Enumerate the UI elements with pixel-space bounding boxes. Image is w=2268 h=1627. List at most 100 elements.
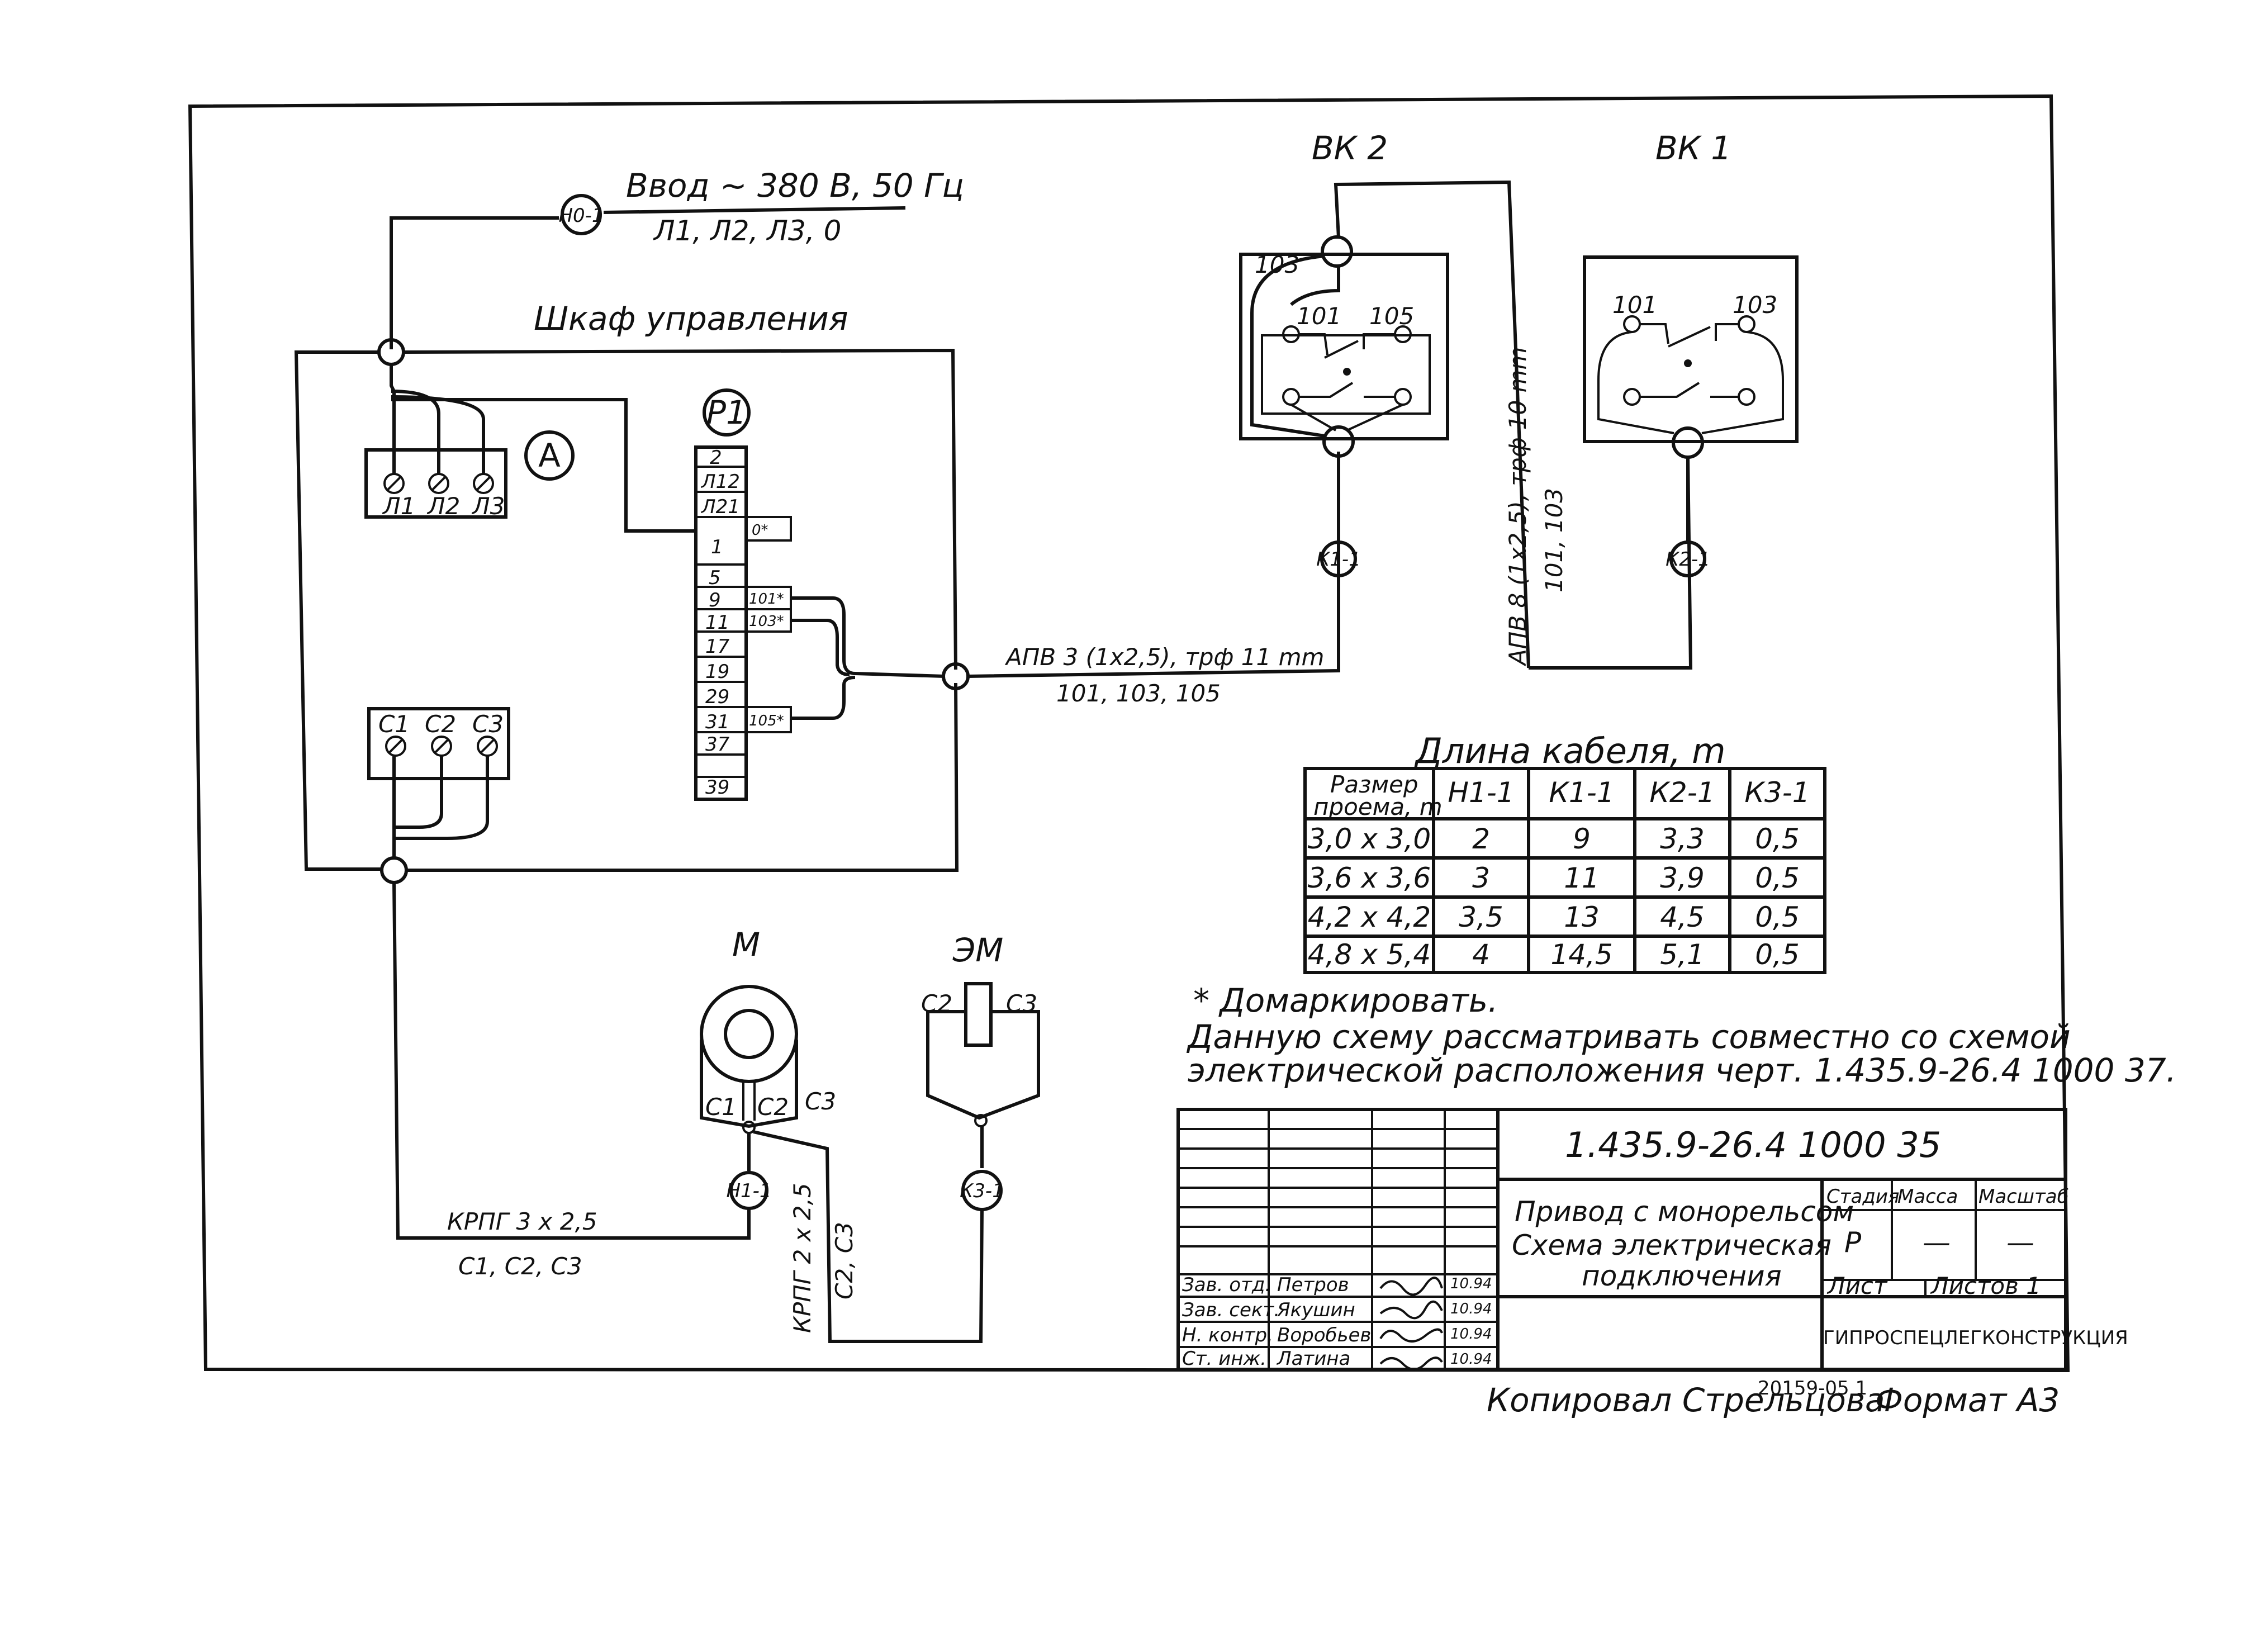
rt-19: 19 [705,661,729,683]
footer: Копировал Стрельцова 20159-05 1 Формат А… [1487,1377,2060,1419]
td-r1-k2: 3,9 [1660,862,1705,894]
rt-5: 5 [709,567,721,589]
td-r0-k2: 3,3 [1660,823,1705,855]
rt-l21: Л21 [700,496,740,518]
bk2-title: ВК 2 [1312,129,1388,167]
td-r3-h1: 4 [1472,938,1490,971]
name-2: Воробьев [1277,1324,1371,1346]
cable-between-label: АПВ 8 (1х2,5), трф 10 mm [1504,347,1531,667]
cable-table-title: Длина кабеля, m [1413,731,1725,771]
col-scale: Масштаб [1978,1185,2069,1208]
motor-m: М С1 С2 С3 Н1-1 КРПГ 2 х 2,5 С2, С3 [700,926,984,1343]
td-r1-k3: 0,5 [1755,862,1800,894]
em-title: ЭМ [952,931,1004,969]
rt-2: 2 [710,447,722,469]
notes: * Домаркировать. Данную схему рассматрив… [1186,981,2176,1089]
bk2-housing [1239,253,1449,440]
title-block: 1.435.9-26.4 1000 35 Привод с монорельсо… [1176,1108,2128,1371]
td-r3-k3: 0,5 [1755,938,1800,971]
doc-name-1: Привод с монорельсом [1515,1196,1854,1228]
mark-105: 105* [749,713,784,729]
date-3: 10.94 [1450,1351,1492,1368]
rt-1: 1 [711,536,723,558]
motor-title: М [732,926,760,964]
node-k3-1 [961,1170,1003,1211]
node-k3-1-label: К3-1 [960,1180,1004,1202]
td-r1-k1: 11 [1564,862,1600,894]
role-2: Н. контр. [1182,1324,1273,1346]
node-k1-1-label: К1-1 [1316,548,1361,571]
note-line-2: Данную схему рассматривать совместно со … [1186,1018,2071,1056]
bk1-pin-103: 103 [1733,291,1777,319]
limit-switch-bk2: ВК 2 103 101 105 К1-1 [1239,129,1530,668]
signature-2 [1379,1328,1443,1343]
rt-31: 31 [705,711,729,733]
relay-p1 [703,388,751,437]
motor-cable: КРПГ 3 х 2,5 С1, С2, С3 [392,883,751,1280]
term-c2: С2 [425,710,456,738]
scale-value: — [2006,1226,2034,1259]
td-r0-k3: 0,5 [1755,823,1800,855]
th-size-1: Размер [1330,771,1418,798]
bk2-pin-103: 103 [1255,251,1299,278]
term-l2: Л2 [426,492,460,520]
footer-copied: Копировал Стрельцова [1487,1381,1885,1419]
motor-pin-c3: С3 [805,1088,836,1115]
role-3: Ст. инж. [1182,1348,1266,1370]
node-cabinet-bottom [380,856,408,884]
td-r3-size: 4,8 х 5,4 [1308,938,1431,971]
cable-em-wires: С2, С3 [831,1222,858,1299]
doc-name-2: Схема электрическая [1512,1229,1832,1261]
date-0: 10.94 [1450,1275,1492,1292]
node-n0-1-label: Н0-1 [558,205,604,227]
name-1: Якушин [1277,1299,1355,1321]
term-l1: Л1 [382,492,415,520]
td-r2-k1: 13 [1564,901,1600,933]
rt-l12: Л12 [700,471,740,493]
limit-switch-bk1: ВК 1 101 103 К2-1 [1583,129,1799,577]
bk1-housing [1583,255,1799,443]
cable-to-limit-switches: АПВ 3 (1х2,5), трф 11 mm 101, 103, 105 [967,452,1340,707]
rt-37: 37 [705,733,730,756]
cable-bk-wires: 101, 103, 105 [1056,680,1221,707]
doc-number: 1.435.9-26.4 1000 35 [1565,1125,1941,1165]
cabinet-title: Шкаф управления [534,300,848,338]
signature-3 [1379,1356,1443,1370]
signature-1 [1379,1300,1443,1320]
node-h1-1-label: Н1-1 [726,1180,771,1202]
node-k2-1-label: К2-1 [1666,548,1710,571]
node-k1-1 [1320,540,1357,577]
term-l3: Л3 [471,492,505,520]
note-line-1: * Домаркировать. [1193,981,1498,1019]
note-line-3: электрической расположения черт. 1.435.9… [1188,1051,2176,1089]
input-voltage-label: Ввод ~ 380 В, 50 Гц [626,167,964,205]
terminal-block-top [364,448,507,519]
td-r3-k1: 14,5 [1550,938,1612,971]
rt-11: 11 [705,611,729,634]
footer-code: 20159-05 1 [1758,1377,1867,1400]
td-r1-size: 3,6 х 3,6 [1308,862,1431,894]
th-k2-1: К2-1 [1649,776,1715,809]
td-r2-k2: 4,5 [1660,901,1705,933]
td-r3-k2: 5,1 [1660,938,1705,971]
th-h1-1: Н1-1 [1448,776,1514,809]
cable-em-label: КРПГ 2 х 2,5 [789,1183,816,1333]
th-k3-1: К3-1 [1744,776,1810,809]
term-c3: С3 [472,710,504,738]
motor-pin-c2: С2 [757,1093,789,1121]
mass-value: — [1923,1226,1951,1259]
drawing-frame [188,94,2070,1373]
col-stage: Стадия [1826,1185,1899,1208]
th-k1-1: К1-1 [1549,776,1614,809]
org-name: ГИПРОСПЕЦЛЕГКОНСТРУКЦИЯ [1823,1327,2128,1349]
bk1-title: ВК 1 [1655,129,1731,167]
motor-body [700,985,798,1083]
td-r1-h1: 3 [1472,862,1490,894]
input-feed: Н0-1 Ввод ~ 380 В, 50 Гц Л1, Л2, Л3, 0 [390,167,964,349]
node-h1-1 [729,1171,768,1210]
bk2-pin-105: 105 [1369,302,1414,330]
bk1-pin-101: 101 [1612,291,1657,319]
td-r2-size: 4,2 х 4,2 [1308,901,1431,933]
mark-103: 103* [749,613,784,630]
